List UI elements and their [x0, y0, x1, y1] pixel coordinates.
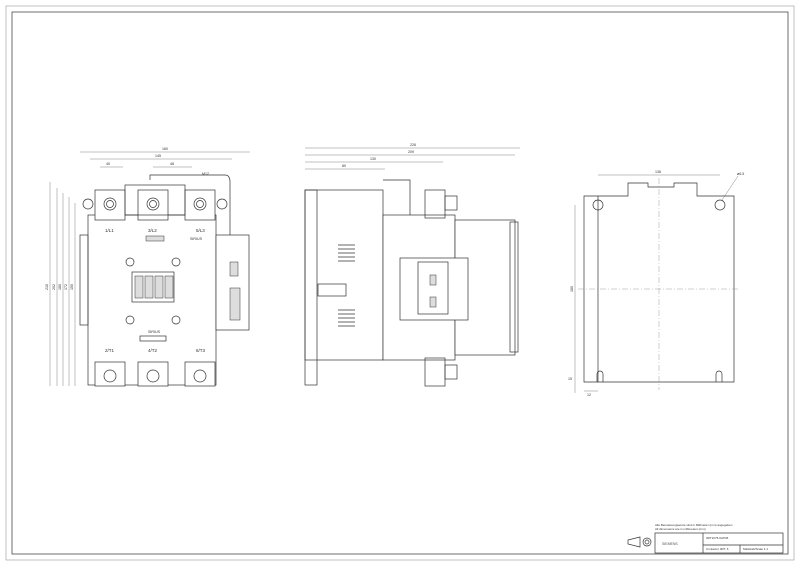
- mounting-hole: [592, 199, 604, 211]
- terminal-label-4T2: 4/T2: [148, 348, 158, 353]
- company-logo: SIEMENS: [662, 542, 678, 546]
- mounting-hole: [714, 199, 726, 211]
- dim-slot: 15: [568, 377, 572, 381]
- brand-label: SIRIUS: [190, 237, 203, 241]
- dim-hole-spacing: 136: [655, 170, 661, 174]
- dim-pitch-2: 48: [170, 162, 174, 166]
- dim-width: 160: [162, 147, 168, 151]
- projection-symbol-icon: [627, 536, 652, 548]
- terminal-label-6T3: 6/T3: [196, 348, 206, 353]
- dim-depth-4: 80: [342, 164, 346, 168]
- dim-pitch: 40: [106, 162, 110, 166]
- dim-width-2: 145: [155, 154, 161, 158]
- terminal-label-2T1: 2/T1: [105, 348, 115, 353]
- front-view: 160 145 40 48 M12 210 202 180 172 150 1/…: [45, 147, 250, 387]
- auxiliary-block: [399, 257, 469, 321]
- dim-vertical-spacing: 180: [570, 286, 574, 292]
- center-label: SIRIUS: [148, 330, 161, 334]
- side-view: 226 209 130 80: [304, 143, 520, 387]
- dim-height-5: 150: [70, 284, 74, 290]
- dim-height-3: 180: [58, 284, 62, 290]
- terminal-label-1L1: 1/L1: [105, 228, 114, 233]
- dim-depth: 226: [410, 143, 416, 147]
- title-field-left: Contactor 3RT, 6: [706, 547, 729, 551]
- dim-height-2: 202: [52, 284, 56, 290]
- dim-height-4: 172: [64, 284, 68, 290]
- dim-depth-3: 130: [370, 157, 376, 161]
- dim-depth-2: 209: [408, 150, 414, 154]
- dim-height: 210: [45, 284, 49, 290]
- outer-frame: [5, 5, 795, 561]
- note-line-2: All dimensions are in millimeters (mm): [655, 527, 706, 531]
- dim-hole-diameter: ø6.5: [737, 172, 744, 176]
- dim-edge: 12: [587, 393, 591, 397]
- logo-plate: [145, 235, 165, 242]
- title-block: Alle Bemassungswerte sind in Millimeter …: [627, 523, 784, 554]
- mounting-view: 136 ø6.5 180 15 12: [568, 170, 744, 397]
- dim-thread: M12: [202, 172, 209, 176]
- title-field-right: Maßstab/Scale 1:1: [743, 547, 768, 551]
- terminal-label-3L2: 3/L2: [148, 228, 157, 233]
- drawing-frame: [11, 11, 789, 555]
- note-line-1: Alle Bemassungswerte sind in Millimeter …: [655, 523, 733, 527]
- terminal-label-5L3: 5/L3: [196, 228, 205, 233]
- drawing-number: 3RT1075-6AP36: [706, 536, 729, 540]
